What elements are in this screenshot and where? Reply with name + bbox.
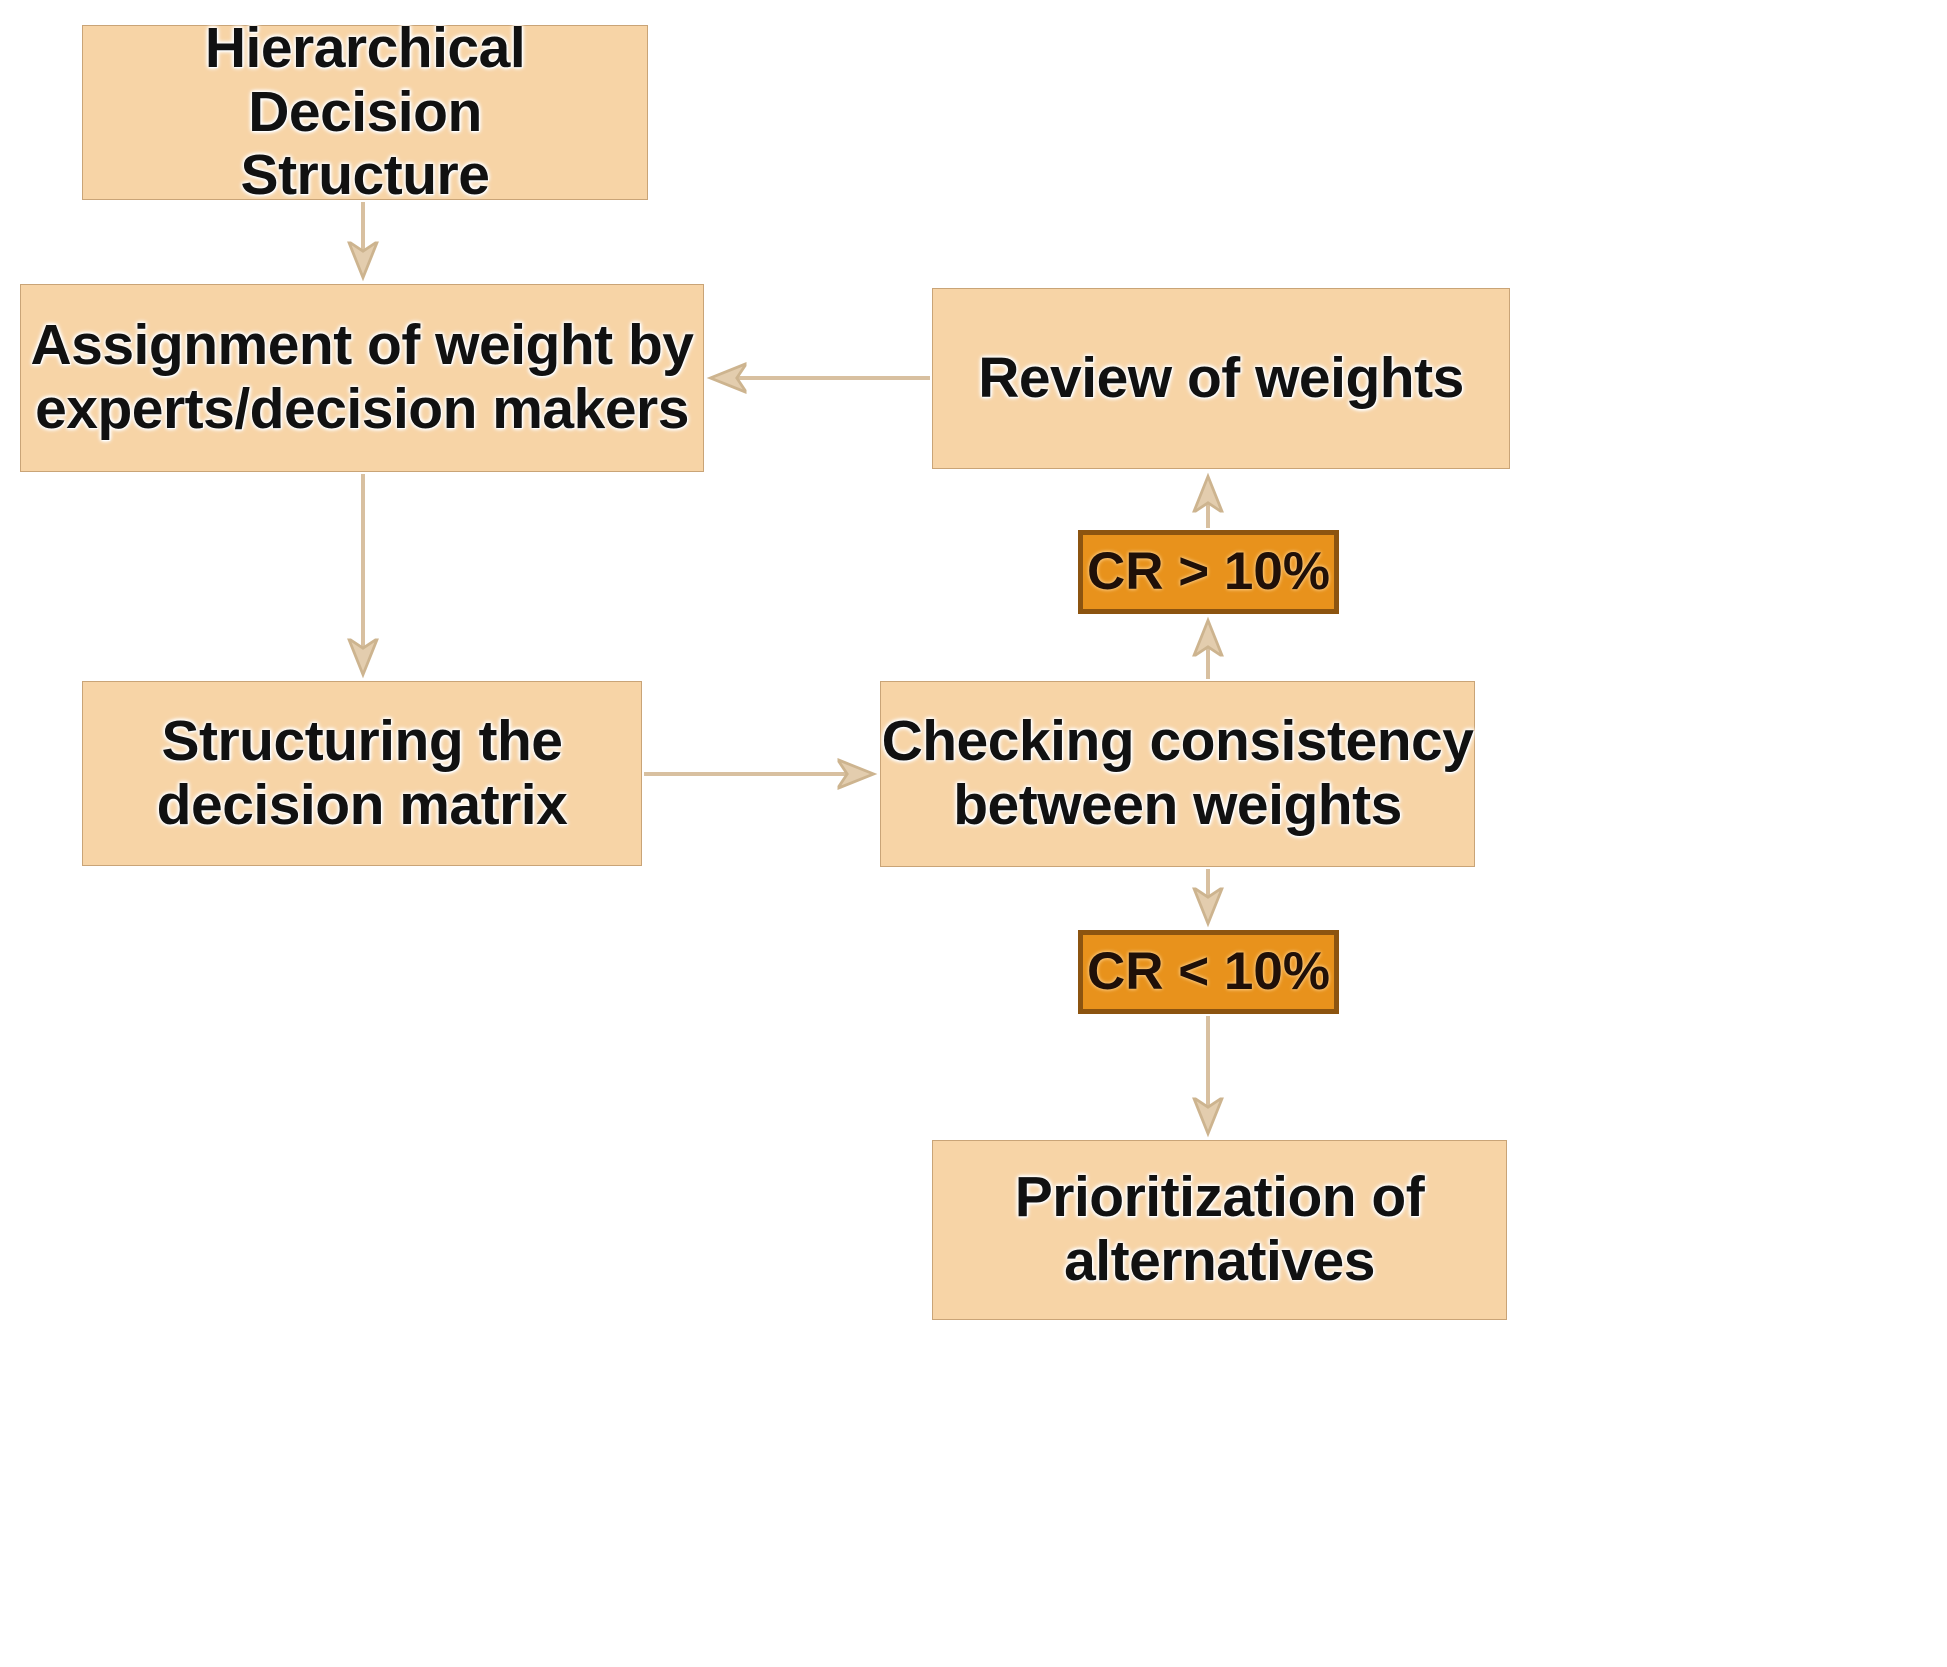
node-hierarchical-decision-structure: Hierarchical Decision Structure [82,16,648,207]
node-cr-less-than-10-percent: CR < 10% [1078,930,1339,1014]
node-assignment-of-weight: Assignment of weight by experts/decision… [20,284,704,472]
node-structuring-decision-matrix: Structuring the decision matrix [82,681,642,866]
node-review-of-weights: Review of weights [932,288,1510,469]
node-cr-greater-than-10-percent: CR > 10% [1078,530,1339,614]
node-prioritization-of-alternatives: Prioritization of alternatives [932,1140,1507,1320]
node-checking-consistency-between-weights: Checking consistency between weights [880,681,1475,867]
